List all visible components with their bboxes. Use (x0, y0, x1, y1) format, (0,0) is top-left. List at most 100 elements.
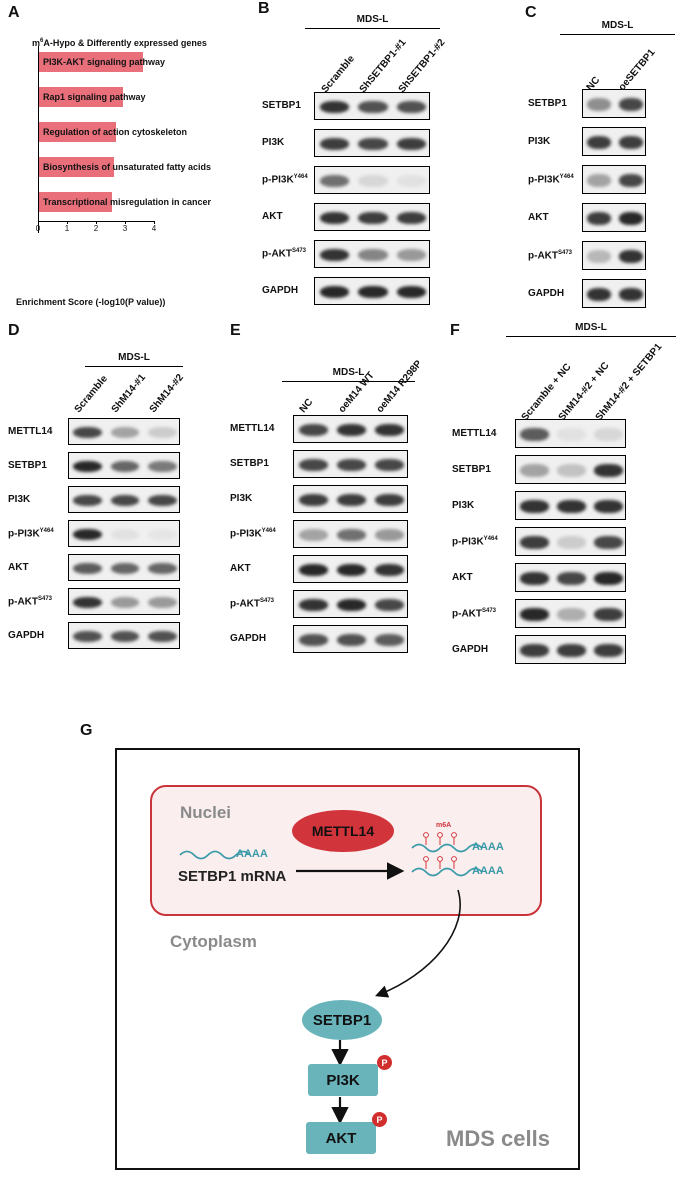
panel-b-blot-strip (314, 129, 430, 157)
panel-b-band (319, 174, 349, 188)
panel-f-band (557, 608, 586, 621)
enrichment-bar (39, 52, 144, 72)
panel-c-band (618, 174, 644, 187)
x-tick-label: 2 (93, 224, 99, 233)
panel-f-band (520, 464, 549, 477)
panel-e-band (298, 423, 328, 437)
panel-d-row-label: METTL14 (8, 425, 53, 437)
panel-f-group-label: MDS-L (575, 322, 607, 333)
panel-c-blot-strip (582, 165, 646, 194)
panel-c-band (618, 212, 644, 225)
export-arrow (375, 889, 461, 998)
panel-d-band (110, 460, 140, 473)
panel-g-letter: G (80, 722, 93, 739)
panel-e-band (298, 563, 328, 577)
panel-f-letter: F (450, 322, 460, 339)
panel-e-band (336, 598, 367, 612)
panel-e-band (336, 563, 367, 577)
panel-c-band (586, 250, 612, 263)
panel-c-band (586, 212, 612, 225)
panel-c-group-line (560, 34, 675, 35)
panel-c-blot-strip (582, 89, 646, 118)
panel-c-band (586, 98, 612, 111)
panel-d-band (148, 528, 177, 541)
panel-e-band (375, 423, 405, 437)
panel-c-band (618, 288, 644, 301)
panel-f-row-label: AKT (452, 571, 473, 583)
m6a-mrna-wave-1 (411, 843, 483, 853)
panel-d-blot-strip (68, 486, 180, 513)
panel-b-band (319, 137, 349, 151)
nuclei-label: Nuclei (180, 803, 232, 822)
panel-e-band (298, 633, 328, 647)
panel-d-band (110, 630, 140, 643)
panel-b-blot-strip (314, 166, 430, 194)
panel-e-group-label: MDS-L (332, 367, 365, 378)
setbp1-protein-label: SETBP1 (312, 1011, 372, 1029)
panel-e-band (336, 528, 367, 542)
panel-b-group-line (305, 28, 440, 29)
x-tick-mark (154, 221, 155, 224)
panel-b-group-label: MDS-L (356, 14, 389, 25)
mettl14-ellipse: METTL14 (292, 810, 394, 852)
panel-e-band (336, 493, 367, 507)
panel-f-blot-strip (515, 419, 626, 448)
m6a-label: m6A (436, 822, 452, 829)
enrichment-bar (39, 157, 115, 177)
panel-e-row-label: GAPDH (230, 633, 267, 644)
panel-f-blot-strip (515, 491, 626, 520)
panel-f-blot-strip (515, 455, 626, 484)
panel-c-row-label: AKT (528, 211, 549, 223)
panel-f-band (594, 536, 623, 549)
panel-d-band (73, 494, 102, 507)
panel-d-row-label: p-AKTS473 (8, 595, 53, 607)
panel-e-blot-strip (293, 450, 408, 478)
panel-e-blot-strip (293, 415, 408, 443)
panel-f-band (557, 536, 586, 549)
panel-a-xlabel: Enrichment Score (-log10(P value)) (16, 297, 166, 307)
panel-c-row-label: p-AKTS473 (528, 249, 573, 261)
panel-b-band (319, 248, 349, 262)
panel-f-band (557, 644, 586, 657)
panel-b-band (396, 211, 427, 225)
panel-e-blot-strip (293, 520, 408, 548)
panel-c-blot-strip (582, 241, 646, 270)
panel-c-band (586, 288, 612, 301)
panel-b-band (319, 100, 349, 114)
m6a-mrna-wave-2 (411, 867, 483, 877)
panel-d-band (148, 596, 177, 609)
panel-a-y-axis (38, 46, 39, 233)
panel-c-band (618, 98, 644, 111)
panel-f-band (594, 608, 623, 621)
panel-f-band (520, 572, 549, 585)
panel-f-band (594, 500, 623, 513)
panel-f-blot-strip (515, 599, 626, 628)
panel-d-band (73, 596, 102, 609)
panel-f-band (520, 536, 549, 549)
schematic-frame (115, 748, 580, 1170)
panel-e-band (298, 598, 328, 612)
akt-phospho-badge: P (372, 1112, 387, 1127)
panel-f-band (520, 428, 549, 441)
panel-c-row-label: p-PI3KY464 (528, 173, 574, 185)
panel-f-row-label: GAPDH (452, 643, 489, 655)
panel-e-band (298, 458, 328, 472)
panel-d-band (148, 426, 177, 439)
panel-d-band (110, 528, 140, 541)
panel-b-band (358, 211, 388, 225)
panel-c-row-label: SETBP1 (528, 97, 567, 109)
panel-f-band (557, 464, 586, 477)
panel-c-band (618, 250, 644, 263)
panel-d-blot-strip (68, 520, 180, 547)
panel-b-letter: B (258, 0, 270, 17)
panel-e-group-line (282, 381, 415, 382)
pi3k-label: PI3K (326, 1071, 360, 1089)
panel-a-letter: A (8, 4, 20, 21)
panel-e-row-label: SETBP1 (230, 458, 269, 469)
panel-d-band (73, 460, 102, 473)
panel-d-band (73, 528, 102, 541)
